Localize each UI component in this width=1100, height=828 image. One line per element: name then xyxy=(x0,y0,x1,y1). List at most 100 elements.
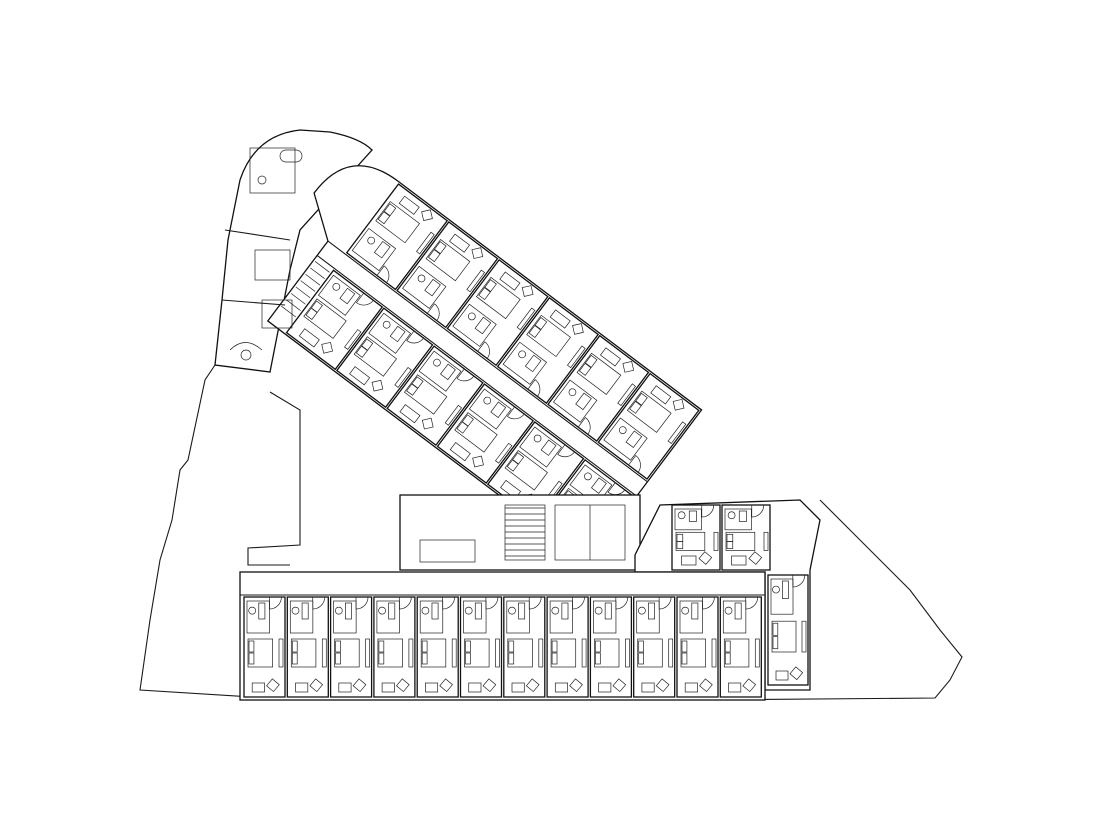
bathroom xyxy=(452,303,497,347)
bathroom xyxy=(506,600,530,634)
room-unit xyxy=(373,596,416,698)
room-unit xyxy=(547,334,650,443)
stair-core xyxy=(419,504,626,563)
door-swing xyxy=(355,292,374,306)
pillow-icon xyxy=(377,211,391,225)
desk-icon xyxy=(338,682,352,693)
armchair-icon xyxy=(655,678,670,693)
sink-icon xyxy=(782,580,789,599)
desk-icon xyxy=(298,328,320,348)
room-unit xyxy=(446,258,549,367)
door-swing xyxy=(506,406,525,420)
toilet-icon xyxy=(638,606,646,615)
door-swing xyxy=(456,368,475,382)
bathroom xyxy=(419,600,444,634)
pillow-icon xyxy=(635,392,648,406)
door-swing xyxy=(658,596,672,610)
pillow-icon xyxy=(681,640,688,653)
bed-icon xyxy=(254,249,291,281)
wardrobe-icon xyxy=(278,638,284,668)
toilet-icon xyxy=(533,434,542,443)
sink-icon xyxy=(524,354,542,373)
bed-icon xyxy=(261,299,293,329)
toilet-icon xyxy=(618,426,627,434)
bathroom xyxy=(636,600,660,634)
door-swing xyxy=(442,596,455,610)
bottom-row-rooms xyxy=(243,596,762,698)
desk-icon xyxy=(731,555,747,566)
bathroom xyxy=(351,227,397,272)
door-swing xyxy=(312,596,326,610)
door-swing xyxy=(745,596,759,610)
toilet-icon xyxy=(483,396,492,405)
toilet-icon xyxy=(421,606,430,615)
pillow-icon xyxy=(335,652,341,665)
pillow-icon xyxy=(291,652,298,665)
armchair-icon xyxy=(612,678,627,693)
room-unit xyxy=(721,504,771,571)
table-icon xyxy=(240,349,252,361)
pillow-icon xyxy=(638,652,644,665)
toilet-icon xyxy=(467,312,476,321)
stair-tread xyxy=(290,293,306,305)
room-unit xyxy=(335,307,434,409)
wardrobe-icon xyxy=(763,531,769,551)
pillow-icon xyxy=(383,203,397,217)
pillow-icon xyxy=(506,459,519,472)
door-swing xyxy=(376,265,390,283)
sink-icon xyxy=(474,602,482,620)
sink-icon xyxy=(738,510,747,522)
armchair-icon xyxy=(309,678,324,693)
bed-icon xyxy=(375,201,421,244)
toilet-icon xyxy=(727,511,736,520)
pillow-icon xyxy=(595,652,601,665)
bed-icon xyxy=(377,638,403,668)
door-swing xyxy=(702,596,715,610)
bathroom xyxy=(593,600,617,634)
pillow-icon xyxy=(726,541,734,549)
pillow-icon xyxy=(534,317,548,330)
toilet-icon xyxy=(433,358,441,367)
armchair-icon xyxy=(371,379,384,392)
wardrobe-icon xyxy=(365,638,370,668)
door-swing xyxy=(792,574,806,588)
bathroom xyxy=(468,388,512,430)
room-unit xyxy=(597,372,700,480)
wardrobe-icon xyxy=(668,638,674,668)
wardrobe-icon xyxy=(667,421,687,444)
stair-tread xyxy=(305,273,321,286)
desk-icon xyxy=(399,404,421,424)
desk-icon xyxy=(449,233,471,253)
pillow-icon xyxy=(595,640,601,653)
pillow-icon xyxy=(578,362,592,376)
desk-icon xyxy=(775,670,789,681)
sink-icon xyxy=(424,278,441,297)
pillow-icon xyxy=(638,640,644,653)
door-swing xyxy=(269,596,282,610)
desk-icon xyxy=(251,682,265,693)
sink-icon xyxy=(258,602,266,620)
pillow-icon xyxy=(676,541,684,549)
wardrobe-icon xyxy=(344,329,362,350)
pillow-icon xyxy=(248,640,255,653)
door-swing xyxy=(572,596,585,610)
stair-tread xyxy=(300,280,316,292)
wardrobe-icon xyxy=(416,231,435,255)
desk-icon xyxy=(599,347,621,367)
bed-icon xyxy=(353,336,398,377)
sink-icon xyxy=(440,363,456,381)
bathroom xyxy=(679,600,703,634)
armchair-icon xyxy=(748,551,763,565)
armchair-icon xyxy=(352,678,367,693)
toilet-icon xyxy=(772,585,780,594)
room-unit xyxy=(767,574,809,686)
pillow-icon xyxy=(291,640,298,653)
door-swing xyxy=(527,379,541,397)
armchair-icon xyxy=(672,398,685,411)
wardrobe-icon xyxy=(581,638,587,668)
room-unit xyxy=(416,596,459,698)
armchair-icon xyxy=(395,678,410,693)
bed-icon xyxy=(247,638,273,668)
armchair-icon xyxy=(482,678,497,693)
